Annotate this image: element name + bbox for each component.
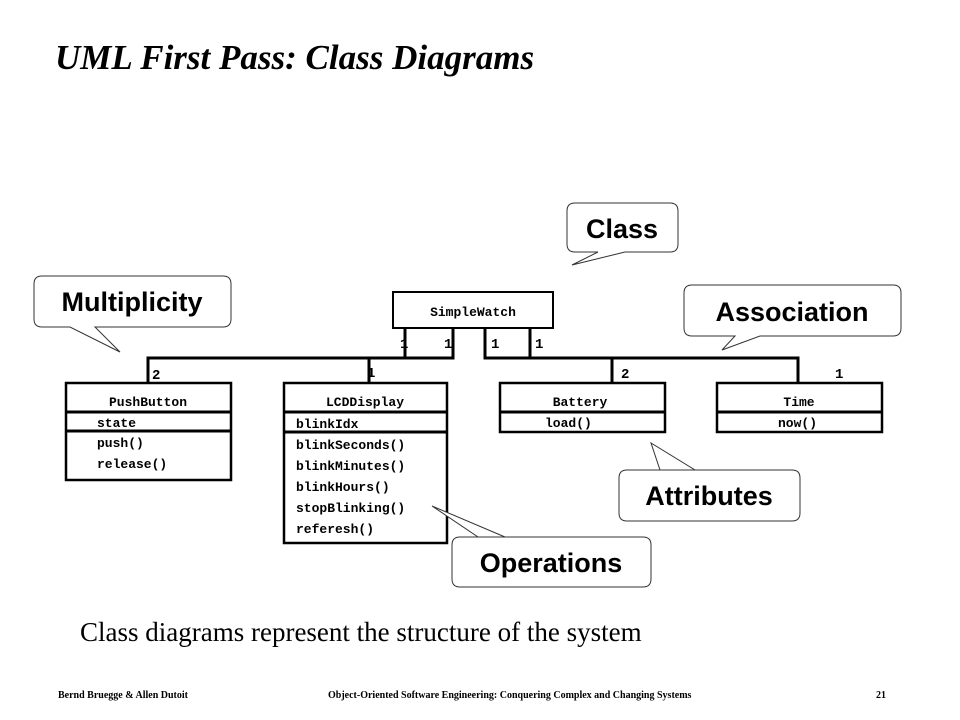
class-pushbutton: PushButton state push() release() [64,381,233,482]
operation: blinkSeconds() [296,438,405,453]
attribute: state [97,416,136,431]
association-watch-pushbutton [146,328,407,383]
class-name: LCDDisplay [326,395,404,410]
multiplicity-watch-time: 1 [535,337,543,353]
operation: now() [778,416,817,431]
class-name: PushButton [109,395,187,410]
operation: stopBlinking() [296,501,405,516]
callout-label: Multiplicity [62,287,203,317]
callout-multiplicity: Multiplicity [33,275,232,353]
operation: blinkMinutes() [296,459,405,474]
association-watch-time [528,328,800,383]
multiplicity-watch-lcddisplay: 1 [444,337,452,353]
footer-authors: Bernd Bruegge & Allen Dutoit [58,690,188,701]
attribute: blinkIdx [296,417,359,432]
operation: release() [97,457,167,472]
class-time: Time now() [715,381,884,434]
caption: Class diagrams represent the structure o… [80,617,642,647]
callout-operations: Operations [431,505,652,588]
callout-label: Operations [480,548,623,578]
operation: load() [545,416,592,431]
operation: referesh() [296,522,374,537]
callout-class: Class [566,202,679,266]
callout-label: Class [586,214,658,244]
multiplicity-time: 1 [835,367,843,383]
multiplicity-watch-battery: 1 [491,337,499,353]
multiplicity-watch-pushbutton: 1 [400,337,408,353]
slide-title: UML First Pass: Class Diagrams [55,38,535,77]
class-name: Battery [553,395,608,410]
class-battery: Battery load() [498,381,667,434]
class-simplewatch: SimpleWatch [392,291,554,329]
class-name: SimpleWatch [430,305,516,320]
footer-book-title: Object-Oriented Software Engineering: Co… [328,690,692,701]
multiplicity-lcddisplay: 1 [367,366,375,382]
multiplicity-pushbutton: 2 [152,368,160,384]
callout-label: Attributes [645,481,773,511]
operation: blinkHours() [296,480,390,495]
association-lines [146,328,800,383]
association-watch-battery [483,328,614,383]
callout-association: Association [683,284,902,351]
class-name: Time [783,395,814,410]
callout-label: Association [715,297,868,327]
multiplicity-labels: 1 1 1 1 2 1 2 1 [152,337,843,384]
footer-page-number: 21 [876,690,886,701]
class-lcddisplay: LCDDisplay blinkIdx blinkSeconds() blink… [282,381,449,545]
operation: push() [97,436,144,451]
multiplicity-battery: 2 [621,367,629,383]
callout-attributes: Attributes [618,441,801,522]
association-watch-lcddisplay [367,328,455,383]
